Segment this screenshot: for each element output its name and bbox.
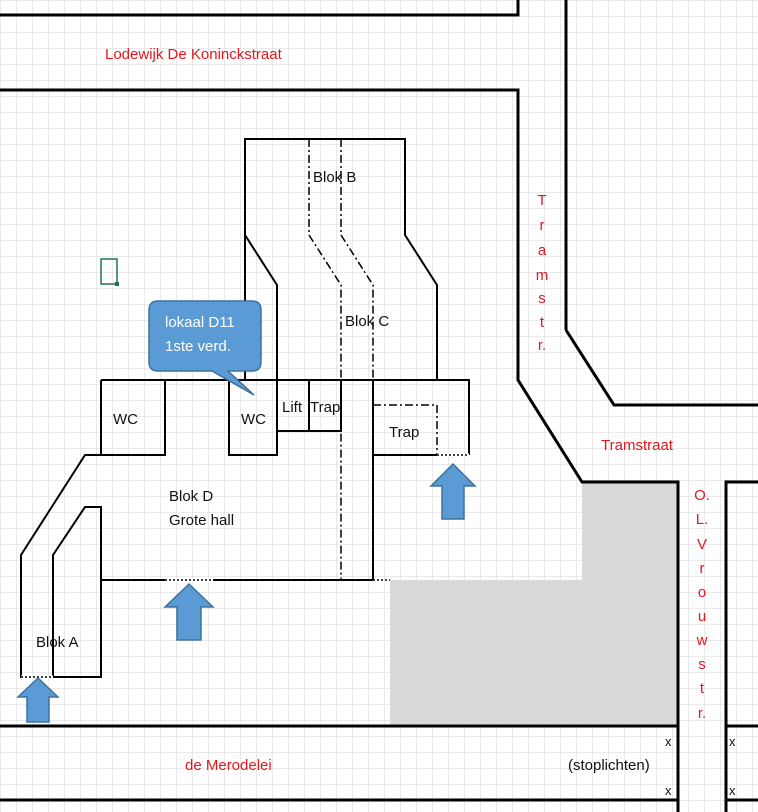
shaded-area [390,482,678,726]
olvrouwstr-letter: o [698,584,706,601]
callout-bubble [148,300,262,396]
wall-blok-b [244,138,438,380]
label-blok-b: Blok B [313,169,356,186]
dashdot-line-1 [308,139,342,580]
label-stoplichten: (stoplichten) [568,757,650,774]
tramstr-letter: a [538,242,547,259]
olvrouwstr-letter: t [700,680,705,697]
label-wc-left: WC [113,411,138,428]
wall-blok-a-outer [20,454,102,678]
traffic-light-mark: x [729,734,736,749]
block-outline-east [724,480,758,728]
cell-cursor-handle[interactable] [115,282,119,286]
building-walls [20,138,470,678]
label-grote-hall: Grote hall [169,512,234,529]
tramstr-letter: s [538,290,546,307]
label-trap-right: Trap [389,424,419,441]
tramstr-letter: m [536,267,549,284]
street-label-olvrouwstr-vertical: O. L. V r o u w s t r. [694,487,710,722]
label-blok-d: Blok D [169,488,213,505]
olvrouwstr-letter: L. [696,511,709,528]
street-label-tramstr-vertical: T r a m s t r. [536,192,549,354]
label-lift: Lift [282,399,303,416]
callout-lokaal: lokaal D11 1ste verd. [148,300,262,396]
olvrouwstr-letter: w [696,632,708,649]
street-edge-tramstraat-north [564,329,758,407]
entrance-arrow-trap [429,462,477,520]
label-wc-right: WC [241,411,266,428]
tramstr-letter: r [540,217,545,234]
traffic-light-mark: x [665,734,672,749]
cell-cursor[interactable] [100,258,118,285]
tramstr-letter: t [540,314,545,331]
olvrouwstr-letter: V [697,536,707,553]
label-trap-center: Trap [310,399,340,416]
olvrouwstr-letter: u [698,608,706,625]
street-edge-top [0,0,520,17]
traffic-light-mark: x [729,783,736,798]
entrance-arrow-blok-a [16,676,60,723]
tramstr-letter: r. [538,337,546,354]
street-label-top: Lodewijk De Koninckstraat [105,46,283,63]
olvrouwstr-letter: r [700,560,705,577]
callout-line1: lokaal D11 [165,314,235,331]
tramstr-letter: T [537,192,546,209]
dashdot-trap-right [373,404,438,455]
olvrouwstr-letter: O. [694,487,710,504]
callout-line2: 1ste verd. [165,338,231,355]
traffic-light-mark: x [665,783,672,798]
street-label-bottom: de Merodelei [185,757,272,774]
wall-blok-a-inner [52,506,102,677]
entrance-arrows [16,462,477,723]
wall-corridor-north [101,379,470,455]
wall-wc-right [228,380,278,456]
dashdot-line-2 [340,139,374,380]
olvrouwstr-letter: r. [698,705,706,722]
label-blok-a: Blok A [36,634,79,651]
olvrouwstr-letter: s [698,656,706,673]
wall-blok-b-west-lower [244,234,278,380]
label-blok-c: Blok C [345,313,389,330]
entrance-arrow-blok-d [163,582,215,641]
interior-lines [21,139,469,679]
street-label-tramstraat: Tramstraat [601,437,674,454]
